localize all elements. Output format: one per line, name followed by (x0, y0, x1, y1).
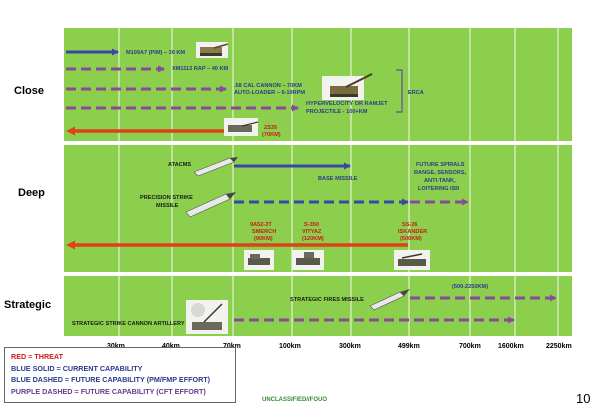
iskander-label-3: (500KM) (400, 236, 422, 242)
tick-1600km: 1600km (498, 343, 524, 350)
legend-purple-dashed: PURPLE DASHED = FUTURE CAPABILITY (CFT E… (11, 386, 206, 396)
close-panel (64, 28, 572, 141)
psm-label-2: MISSILE (156, 203, 179, 209)
strat-fires-label: STRATEGIC FIRES MISSILE (290, 297, 364, 303)
smerch-label-3: (90KM) (254, 236, 273, 242)
iskander-label-1: SS-26 (402, 222, 418, 228)
howitzer-image-1 (196, 42, 229, 58)
iskander-label-2: ISKANDER (398, 229, 427, 235)
tick-2250km: 2250km (546, 343, 572, 350)
psm-missile-image (185, 192, 236, 218)
smerch-label-1: 9A52-2T (250, 222, 272, 228)
iskander-image (394, 250, 430, 270)
erca-bracket (396, 69, 403, 113)
future-spirals-label-2: RANGE, SENSORS, (414, 170, 467, 176)
cannon-artillery-image (186, 300, 228, 334)
future-spirals-label-4: LOITERING ISR (418, 186, 459, 192)
grid-lines (118, 28, 559, 336)
legend-blue-dashed: BLUE DASHED = FUTURE CAPABILITY (PM/FMP … (11, 375, 211, 384)
threat-2s35-label-1: 2S35 (264, 125, 277, 131)
legend-red: RED = THREAT (11, 352, 63, 361)
tick-30km: 30km (107, 343, 125, 350)
row-label-close: Close (14, 85, 44, 97)
strat-cannon-label: STRATEGIC STRIKE CANNON ARTILLERY (72, 321, 185, 327)
vityaz-label-2: VITYAZ (302, 229, 322, 235)
vityaz-label-3: (120KM) (302, 236, 324, 242)
base-missile-label: BASE MISSILE (318, 176, 358, 182)
strat-range-label: (500-2250KM) (452, 284, 488, 290)
vityaz-image (292, 250, 324, 270)
strat-missile-image (369, 289, 410, 311)
tick-70km: 70km (223, 343, 241, 350)
tick-100km: 100km (279, 343, 301, 350)
tick-300km: 300km (339, 343, 361, 350)
psm-label-1: PRECISION STRIKE (140, 195, 193, 201)
atacms-label: ATACMS (168, 162, 191, 168)
m109-label: M109A7 (PIM) – 30 KM (126, 50, 185, 56)
smerch-image (244, 250, 274, 270)
hyper-label-1: HYPERVELOCITY OR RAMJET (306, 101, 388, 107)
erca-label: ERCA (408, 90, 424, 96)
future-spirals-label-3: ANTI-TANK, (424, 178, 456, 184)
tick-499km: 499km (398, 343, 420, 350)
future-spirals-label-1: FUTURE SPIRALS (416, 162, 465, 168)
strategic-panel (64, 276, 572, 336)
cannon-label-2: AUTO-LOADER – 6-10RPM (234, 90, 305, 96)
howitzer-image-2 (322, 73, 373, 100)
xm1113-label: XM1113 RAP – 40 KM (172, 66, 229, 72)
cannon-label-1: .58 CAL CANNON – 70KM (234, 83, 302, 89)
legend-blue-solid: BLUE SOLID = CURRENT CAPABILITY (11, 363, 143, 373)
vityaz-label-1: S-350 (304, 222, 319, 228)
tick-700km: 700km (459, 343, 481, 350)
row-label-deep: Deep (18, 187, 45, 199)
atacms-missile-image (193, 157, 238, 177)
threat-2s35-label-2: (70KM) (262, 132, 281, 138)
page-number: 10 (576, 391, 591, 406)
tank-image-2s35 (224, 118, 259, 136)
row-label-strategic: Strategic (4, 299, 51, 311)
classification-footer: UNCLASSIFIED//FOUO (262, 397, 328, 403)
smerch-label-2: SMERCH (252, 229, 276, 235)
hyper-label-2: PROJECTILE - 100+KM (306, 109, 368, 115)
tick-40km: 40km (162, 343, 180, 350)
legend: RED = THREAT BLUE SOLID = CURRENT CAPABI… (4, 347, 236, 403)
